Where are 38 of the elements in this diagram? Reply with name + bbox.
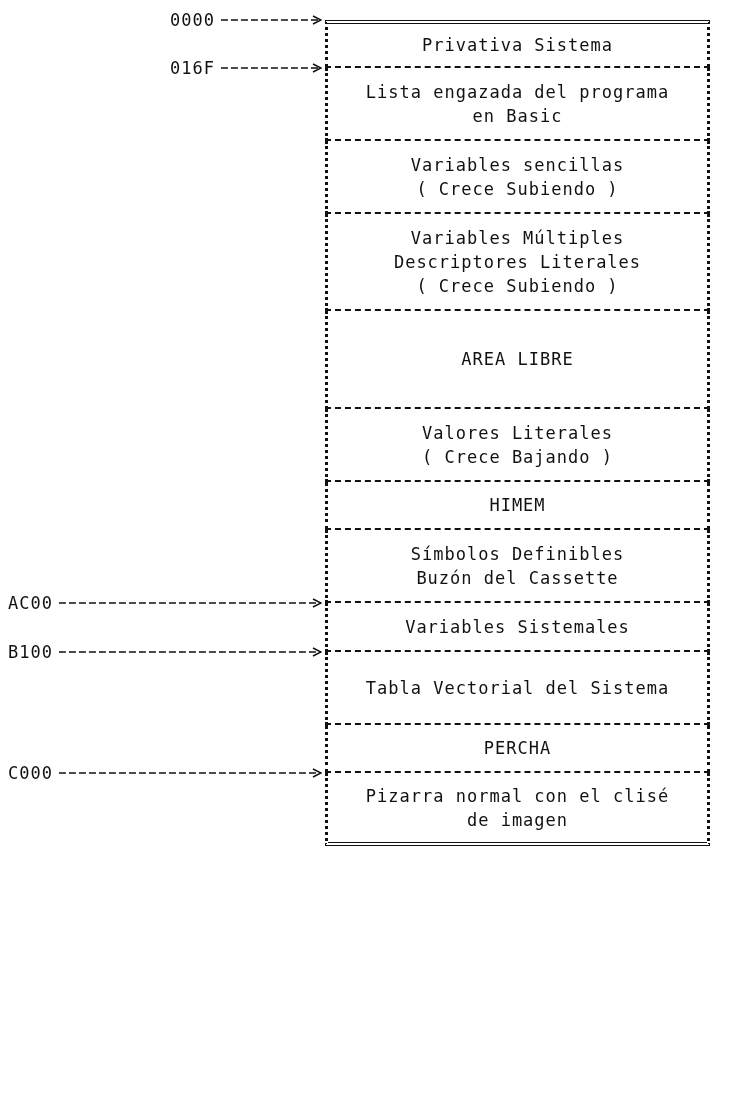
- memory-region: [325, 603, 710, 652]
- memory-region: [325, 652, 710, 725]
- memory-address: C000: [8, 763, 53, 783]
- memory-region: [325, 68, 710, 141]
- memory-address: 0000: [170, 10, 215, 30]
- region-label: Lista engazada del programa en Basic: [364, 80, 671, 128]
- region-label: Tabla Vectorial del Sistema: [364, 676, 671, 700]
- region-label: ( Crece Bajando ): [421, 445, 614, 469]
- region-label: AREA LIBRE: [460, 348, 575, 371]
- memory-region: [325, 409, 710, 482]
- region-label: HIMEM: [488, 494, 547, 517]
- region-label: Variables sencillas: [409, 153, 626, 177]
- region-label: Variables Sistemales: [404, 615, 631, 639]
- memory-region: [325, 311, 710, 409]
- region-label: Valores Literales: [421, 421, 614, 445]
- memory-address: B100: [8, 642, 53, 662]
- region-label: Privativa Sistema: [421, 34, 614, 57]
- memory-address: 016F: [170, 58, 215, 78]
- arrow: [58, 768, 322, 778]
- region-label: Pizarra normal con el clisé de imagen: [364, 784, 671, 832]
- arrow: [220, 63, 322, 73]
- region-label: ( Crece Subiendo ): [415, 177, 620, 201]
- memory-region: [325, 141, 710, 214]
- memory-region: [325, 773, 710, 846]
- memory-region: [325, 530, 710, 603]
- arrow: [58, 598, 322, 608]
- region-label: ( Crece Subiendo ): [415, 274, 620, 298]
- memory-region: [325, 482, 710, 530]
- memory-region: [325, 20, 710, 68]
- memory-address: AC00: [8, 593, 53, 613]
- region-label: Variables Múltiples Descriptores Literales: [392, 226, 643, 274]
- region-label: Símbolos Definibles: [409, 542, 626, 566]
- arrow: [58, 647, 322, 657]
- memory-region: [325, 725, 710, 773]
- arrow: [220, 15, 322, 25]
- memory-region: [325, 214, 710, 311]
- region-label: PERCHA: [482, 737, 553, 760]
- region-label: Buzón del Cassette: [415, 566, 620, 590]
